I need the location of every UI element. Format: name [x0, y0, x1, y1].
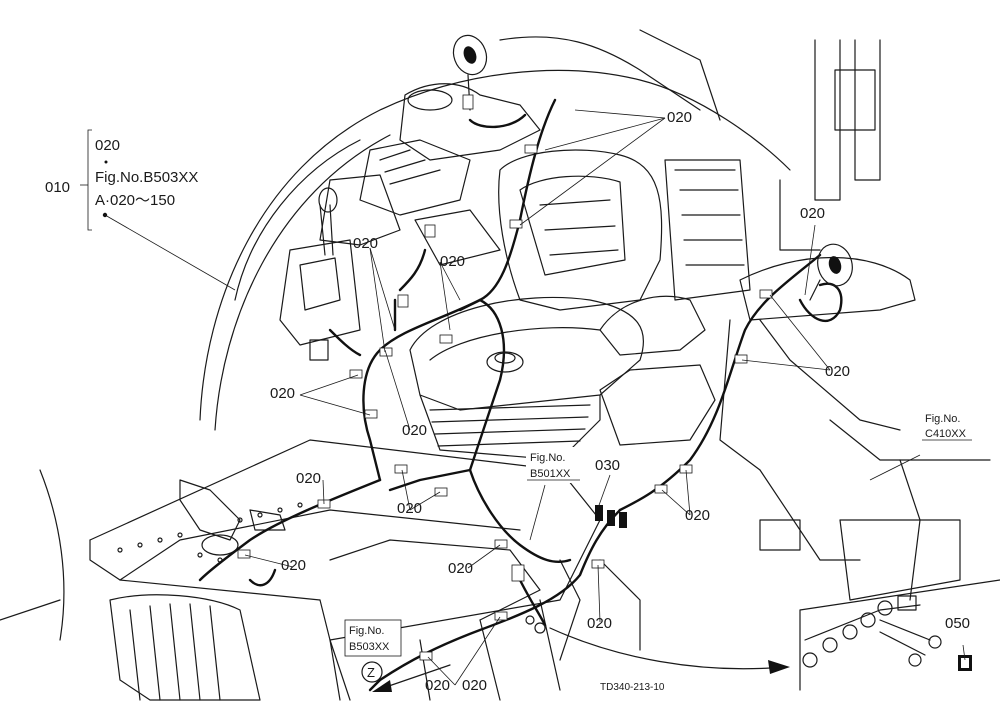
- callout-label: 020: [800, 205, 825, 222]
- fig-ref-line-1: Fig.No.: [530, 452, 565, 464]
- bracket-line-3: A·020～150: [95, 192, 175, 209]
- connector-detail-inset: [799, 579, 1000, 691]
- leader-lines: [104, 109, 966, 686]
- callout-label: 020: [270, 385, 295, 402]
- bracket-index: 010: [45, 179, 70, 196]
- callout-label: 050: [945, 615, 970, 632]
- fig-ref-b503: Fig.No. B503XX: [344, 619, 402, 657]
- dome-light: [486, 351, 524, 373]
- callout-label: 020: [462, 677, 487, 694]
- view-arrow: [549, 627, 771, 670]
- assembly-bracket-label: 010 020 Fig.No.B503XX A·020～150: [45, 129, 198, 231]
- leader-dot: [102, 212, 108, 218]
- right-work-lamp: [809, 243, 853, 301]
- bracket-line-2: Fig.No.B503XX: [95, 169, 198, 186]
- drawing-code: TD340-213-10: [600, 682, 665, 693]
- callout-label: 020: [440, 253, 465, 270]
- tractor-body-linework: [0, 29, 991, 701]
- view-arrow-head: [768, 660, 790, 674]
- left-work-lamp: [452, 34, 488, 111]
- callout-label: 020: [397, 500, 422, 517]
- fig-ref-line-1: Fig.No.: [925, 413, 960, 425]
- connectors: [397, 224, 627, 634]
- harness-clamps: [237, 144, 773, 661]
- fig-ref-line-2: B503XX: [349, 641, 390, 653]
- callout-label: 030: [595, 457, 620, 474]
- view-marker-letter: Z: [367, 665, 375, 680]
- view-marker: Z: [361, 661, 383, 683]
- callout-label: 020: [425, 677, 450, 694]
- callout-label: 020: [353, 235, 378, 252]
- fig-ref-line-2: B501XX: [530, 468, 571, 480]
- bracket-line-1: 020: [95, 137, 120, 154]
- fig-ref-c410: Fig.No. C410XX: [922, 413, 972, 441]
- fig-ref-line-2: C410XX: [925, 428, 967, 440]
- callout-label: 020: [448, 560, 473, 577]
- callout-labels: 020 020 020 020 020 020 020 020 020 020 …: [270, 109, 970, 694]
- callout-label: 020: [587, 615, 612, 632]
- callout-label: 020: [667, 109, 692, 126]
- callout-label: 020: [825, 363, 850, 380]
- z-arrow-line: [382, 664, 451, 689]
- fig-ref-b501: Fig.No. B501XX: [526, 447, 584, 483]
- callout-label: 020: [296, 470, 321, 487]
- callout-label: 020: [402, 422, 427, 439]
- callout-label: 020: [281, 557, 306, 574]
- callout-label: 020: [685, 507, 710, 524]
- main-wiring-harness: [198, 98, 843, 692]
- z-arrow-head: [372, 680, 392, 692]
- fig-ref-line-1: Fig.No.: [349, 625, 384, 637]
